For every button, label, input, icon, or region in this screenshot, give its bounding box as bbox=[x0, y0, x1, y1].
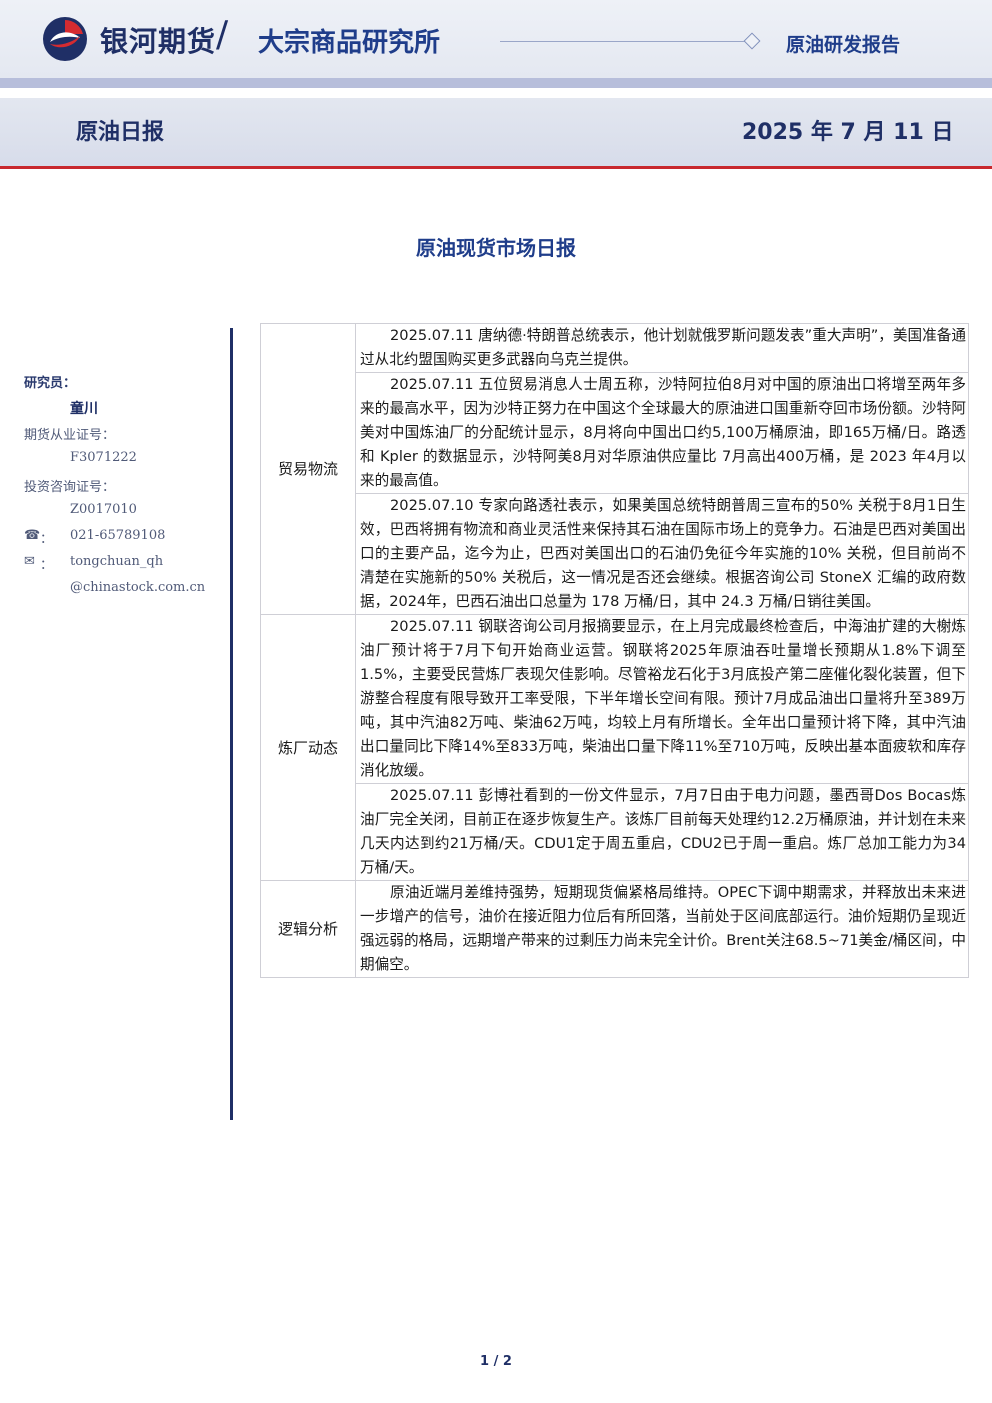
futures-cert-label: 期货从业证号： bbox=[24, 428, 116, 443]
news-table: 贸易物流 2025.07.11 唐纳德·特朗普总统表示，他计划就俄罗斯问题发表”… bbox=[260, 323, 969, 978]
header-rule bbox=[500, 41, 750, 42]
header-divider: / bbox=[216, 14, 229, 55]
category-cell: 贸易物流 bbox=[260, 323, 356, 615]
page-title: 原油现货市场日报 bbox=[416, 236, 576, 260]
news-paragraph: 2025.07.11 唐纳德·特朗普总统表示，他计划就俄罗斯问题发表”重大声明”… bbox=[360, 327, 966, 368]
researcher-label: 研究员： bbox=[24, 376, 77, 391]
email-icon: ✉ bbox=[24, 554, 35, 569]
phone-separator: ： bbox=[40, 532, 54, 547]
news-paragraph: 2025.07.11 五位贸易消息人士周五称，沙特阿拉伯8月对中国的原油出口将增… bbox=[360, 376, 966, 489]
table-row: 2025.07.11 彭博社看到的一份文件显示，7月7日由于电力问题，墨西哥Do… bbox=[261, 783, 969, 881]
galaxy-logo-icon bbox=[43, 17, 87, 61]
report-type: 原油研发报告 bbox=[786, 34, 901, 56]
table-row: 2025.07.11 五位贸易消息人士周五称，沙特阿拉伯8月对中国的原油出口将增… bbox=[261, 372, 969, 494]
table-row: 逻辑分析 原油近端月差维持强势，短期现货偏紧格局维持。OPEC下调中期需求，并释… bbox=[260, 880, 969, 978]
page-number: 1 / 2 bbox=[480, 1354, 512, 1369]
email-line-1[interactable]: tongchuan_qh bbox=[70, 554, 164, 569]
phone-icon: ☎ bbox=[24, 528, 41, 543]
category-cell: 炼厂动态 bbox=[260, 614, 356, 881]
content-cell: 2025.07.11 彭博社看到的一份文件显示，7月7日由于电力问题，墨西哥Do… bbox=[355, 783, 969, 881]
advisory-cert-label: 投资咨询证号： bbox=[24, 480, 116, 495]
email-line-2[interactable]: @chinastock.com.cn bbox=[70, 580, 206, 595]
news-paragraph: 原油近端月差维持强势，短期现货偏紧格局维持。OPEC下调中期需求，并释放出未来进… bbox=[360, 884, 966, 973]
category-cell: 逻辑分析 bbox=[260, 880, 356, 978]
title-bar bbox=[0, 98, 992, 169]
email-separator: ： bbox=[40, 558, 54, 573]
table-row: 2025.07.10 专家向路透社表示，如果美国总统特朗普周三宣布的50% 关税… bbox=[261, 493, 969, 615]
content-cell: 原油近端月差维持强势，短期现货偏紧格局维持。OPEC下调中期需求，并释放出未来进… bbox=[355, 880, 969, 978]
content-cell: 2025.07.11 唐纳德·特朗普总统表示，他计划就俄罗斯问题发表”重大声明”… bbox=[355, 323, 969, 373]
institute-name: 大宗商品研究所 bbox=[258, 28, 441, 58]
report-date: 2025 年 7 月 11 日 bbox=[742, 120, 954, 145]
brand-name: 银河期货 bbox=[100, 25, 217, 58]
researcher-name: 童川 bbox=[70, 401, 98, 417]
table-row: 贸易物流 2025.07.11 唐纳德·特朗普总统表示，他计划就俄罗斯问题发表”… bbox=[260, 323, 969, 615]
content-cell: 2025.07.11 五位贸易消息人士周五称，沙特阿拉伯8月对中国的原油出口将增… bbox=[355, 372, 969, 494]
header-strip bbox=[0, 78, 992, 88]
top-header-band bbox=[0, 0, 992, 78]
news-paragraph: 2025.07.11 钢联咨询公司月报摘要显示，在上月完成最终检查后，中海油扩建… bbox=[360, 618, 966, 779]
table-row: 炼厂动态 2025.07.11 钢联咨询公司月报摘要显示，在上月完成最终检查后，… bbox=[260, 614, 969, 881]
content-cell: 2025.07.11 钢联咨询公司月报摘要显示，在上月完成最终检查后，中海油扩建… bbox=[355, 614, 969, 784]
content-cell: 2025.07.10 专家向路透社表示，如果美国总统特朗普周三宣布的50% 关税… bbox=[355, 493, 969, 615]
news-paragraph: 2025.07.11 彭博社看到的一份文件显示，7月7日由于电力问题，墨西哥Do… bbox=[360, 787, 966, 876]
phone-number: 021-65789108 bbox=[70, 528, 166, 543]
news-paragraph: 2025.07.10 专家向路透社表示，如果美国总统特朗普周三宣布的50% 关税… bbox=[360, 497, 966, 610]
report-title: 原油日报 bbox=[76, 120, 165, 145]
sidebar-divider bbox=[230, 328, 233, 1120]
advisory-cert-number: Z0017010 bbox=[70, 502, 137, 517]
futures-cert-number: F3071222 bbox=[70, 450, 137, 465]
